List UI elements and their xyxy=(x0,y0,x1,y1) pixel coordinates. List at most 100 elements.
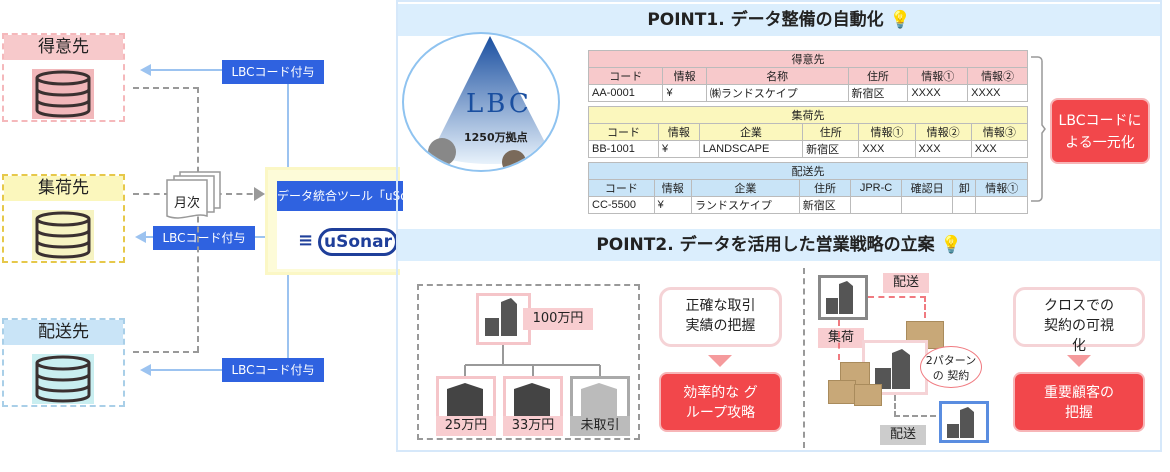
company-building-icon xyxy=(818,275,868,320)
section-divider xyxy=(803,268,805,448)
connector-line xyxy=(150,69,222,71)
lightbulb-icon: 💡 xyxy=(889,10,911,30)
table-title: 配送先 xyxy=(588,162,1028,180)
cell xyxy=(975,196,1028,214)
dashed-connector xyxy=(197,87,199,352)
cell: ¥ xyxy=(653,196,692,214)
delivery-label-2: 配送 xyxy=(880,425,926,445)
column-header: 住所 xyxy=(798,179,852,197)
group-strategy-box: 効率的な グループ攻略 xyxy=(659,372,782,432)
cardboard-box-icon xyxy=(854,384,882,406)
connector-line xyxy=(287,275,289,359)
parent-amount: 100万円 xyxy=(523,308,593,330)
dashed-connector xyxy=(133,351,199,353)
child-amount: 33万円 xyxy=(503,416,563,436)
column-header: 企業 xyxy=(698,123,804,141)
arrow-right-icon xyxy=(254,187,265,201)
arrow-left-icon xyxy=(140,364,151,376)
dashed-arrow xyxy=(838,320,840,360)
column-header: 情報① xyxy=(858,123,916,141)
lightbulb-icon: 💡 xyxy=(940,235,962,255)
source-label: 集荷先 xyxy=(4,176,123,201)
cell: XXX xyxy=(970,140,1029,158)
column-header: 卸 xyxy=(952,179,977,197)
source-label: 配送先 xyxy=(4,320,123,345)
signal-icon: ≡ xyxy=(298,230,314,251)
database-icon xyxy=(32,354,94,404)
group-area xyxy=(417,284,640,440)
point1-title: POINT1. データ整備の自動化 xyxy=(647,10,884,30)
database-icon xyxy=(32,210,94,260)
column-header: 確認日 xyxy=(900,179,954,197)
monthly-label: 月次 xyxy=(174,196,201,211)
tree-connector xyxy=(464,345,601,380)
point1-header: POINT1. データ整備の自動化 💡 xyxy=(398,4,1160,36)
table-title: 得意先 xyxy=(588,50,1028,68)
column-header: 情報③ xyxy=(970,123,1029,141)
cell: XXXX xyxy=(967,84,1028,102)
key-customer-box: 重要顧客の 把握 xyxy=(1013,372,1145,432)
source-shukasaki: 集荷先 xyxy=(2,174,125,263)
parent-building-icon xyxy=(476,293,531,345)
column-header: 情報 xyxy=(653,179,692,197)
document-stack-icon xyxy=(166,171,221,219)
connector-line xyxy=(150,369,222,371)
lbc-code-label: LBCコード付与 xyxy=(222,60,324,84)
database-icon xyxy=(32,69,94,119)
column-header: 情報① xyxy=(975,179,1028,197)
column-header: 情報② xyxy=(967,67,1028,85)
column-header: 情報 xyxy=(662,67,707,85)
cell: ランドスケイプ xyxy=(690,196,800,214)
cell: ¥ xyxy=(657,140,700,158)
connector-line xyxy=(287,84,289,168)
delivery-label: 配送 xyxy=(883,273,929,293)
column-header: 住所 xyxy=(847,67,909,85)
delivery-building-icon xyxy=(939,401,989,443)
cell: XXX xyxy=(914,140,972,158)
lbc-count: 1250万拠点 xyxy=(464,131,528,144)
cell: 新宿区 xyxy=(847,84,909,102)
cell: 新宿区 xyxy=(802,140,860,158)
arrow-down-icon xyxy=(1067,355,1091,367)
accurate-transaction-box: 正確な取引 実績の把握 xyxy=(659,287,782,347)
usonar-logo: uSonar xyxy=(318,228,398,256)
cell xyxy=(850,196,902,214)
dashed-arrow xyxy=(868,296,926,318)
lbc-brand: LBC xyxy=(466,89,532,119)
source-haisosaki: 配送先 xyxy=(2,318,125,407)
column-header: コード xyxy=(588,123,659,141)
cell: BB-1001 xyxy=(588,140,659,158)
dashed-arrow xyxy=(894,395,936,417)
cell xyxy=(952,196,977,214)
cell: XXXX xyxy=(907,84,969,102)
column-header: JPR-C xyxy=(850,179,902,197)
tool-title: データ統合ツール「uSonar」 xyxy=(277,181,403,211)
cell: 新宿区 xyxy=(798,196,852,214)
usonar-tool-box: データ統合ツール「uSonar」 uSonar ≡ xyxy=(265,167,403,275)
bracket-icon xyxy=(1031,56,1046,202)
cell: ㈱ランドスケイプ xyxy=(705,84,849,102)
column-header: 情報 xyxy=(657,123,700,141)
cell: XXX xyxy=(858,140,916,158)
child-amount: 25万円 xyxy=(436,416,496,436)
cardboard-box-icon xyxy=(828,380,856,404)
cell: CC-5500 xyxy=(588,196,655,214)
column-header: 情報① xyxy=(907,67,969,85)
table-title: 集荷先 xyxy=(588,106,1028,124)
column-header: 企業 xyxy=(690,179,800,197)
contract-speech-bubble: 2パターンの 契約 xyxy=(920,346,982,388)
points-panel: POINT1. データ整備の自動化 💡 POINT2. データを活用した営業戦略… xyxy=(396,0,1162,452)
lbc-cone-bubble: LBC 1250万拠点 xyxy=(402,32,560,172)
cross-contract-box: クロスでの 契約の可視化 xyxy=(1013,287,1145,354)
source-label: 得意先 xyxy=(4,35,123,60)
column-header: コード xyxy=(587,67,664,85)
point2-header: POINT2. データを活用した営業戦略の立案 💡 xyxy=(398,229,1160,261)
source-tokuisaki: 得意先 xyxy=(2,33,125,122)
cell: AA-0001 xyxy=(587,84,664,102)
lbc-code-label: LBCコード付与 xyxy=(222,358,324,382)
pickup-label: 集荷 xyxy=(818,328,864,348)
dashed-connector xyxy=(133,87,199,89)
